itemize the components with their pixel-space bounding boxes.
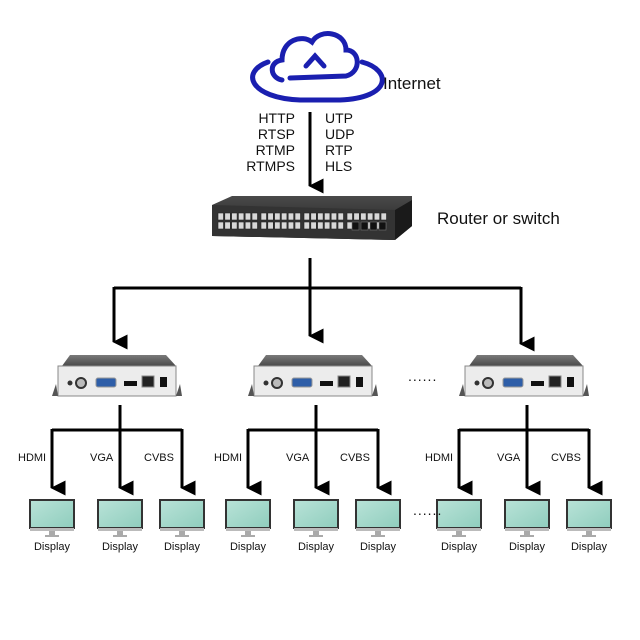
port-label: HDMI — [425, 452, 454, 464]
display-monitor-icon — [293, 499, 339, 537]
protocol-label: UDP — [325, 126, 355, 142]
protocols-right: UTP UDP RTP HLS — [325, 110, 355, 174]
protocol-label: RTMPS — [246, 158, 295, 174]
display-monitor-icon — [29, 499, 75, 537]
display-monitor-icon — [355, 499, 401, 537]
protocol-label: RTSP — [257, 126, 295, 142]
display-label: Display — [229, 541, 267, 553]
display-label: Display — [440, 541, 478, 553]
port-label: VGA — [286, 452, 310, 464]
port-label: CVBS — [144, 452, 174, 464]
display-label: Display — [163, 541, 201, 553]
protocols-left: HTTP RTSP RTMP RTMPS — [246, 110, 295, 174]
encoder-device — [52, 355, 182, 397]
display-label: Display — [101, 541, 139, 553]
port-label: VGA — [497, 452, 521, 464]
display-monitor-icon — [436, 499, 482, 537]
display-monitor-icon — [159, 499, 205, 537]
port-label: HDMI — [214, 452, 243, 464]
display-label: Display — [508, 541, 546, 553]
display-monitor-icon — [97, 499, 143, 537]
protocol-label: RTP — [325, 142, 353, 158]
display-monitor-icon — [504, 499, 550, 537]
protocol-label: UTP — [325, 110, 353, 126]
port-label: VGA — [90, 452, 114, 464]
encoder-device — [248, 355, 378, 397]
port-label: HDMI — [18, 452, 47, 464]
encoders-ellipsis: ...... — [408, 368, 438, 384]
protocol-label: HTTP — [258, 110, 295, 126]
display-label: Display — [570, 541, 608, 553]
switch-label: Router or switch — [437, 209, 560, 228]
output-branches — [457, 405, 603, 496]
protocol-label: HLS — [325, 158, 353, 174]
output-branches — [246, 405, 392, 496]
port-label: CVBS — [551, 452, 581, 464]
displays-ellipsis: ...... — [413, 502, 443, 518]
display-label: Display — [297, 541, 335, 553]
output-branches — [50, 405, 196, 496]
distribution-lines — [112, 258, 535, 352]
network-switch — [212, 196, 412, 240]
display-label: Display — [33, 541, 71, 553]
encoder-device — [459, 355, 589, 397]
display-label: Display — [359, 541, 397, 553]
protocol-label: RTMP — [255, 142, 295, 158]
display-monitor-icon — [225, 499, 271, 537]
display-monitor-icon — [566, 499, 612, 537]
cloud-upload-icon — [250, 31, 385, 103]
internet-label: Internet — [383, 74, 441, 93]
port-label: CVBS — [340, 452, 370, 464]
